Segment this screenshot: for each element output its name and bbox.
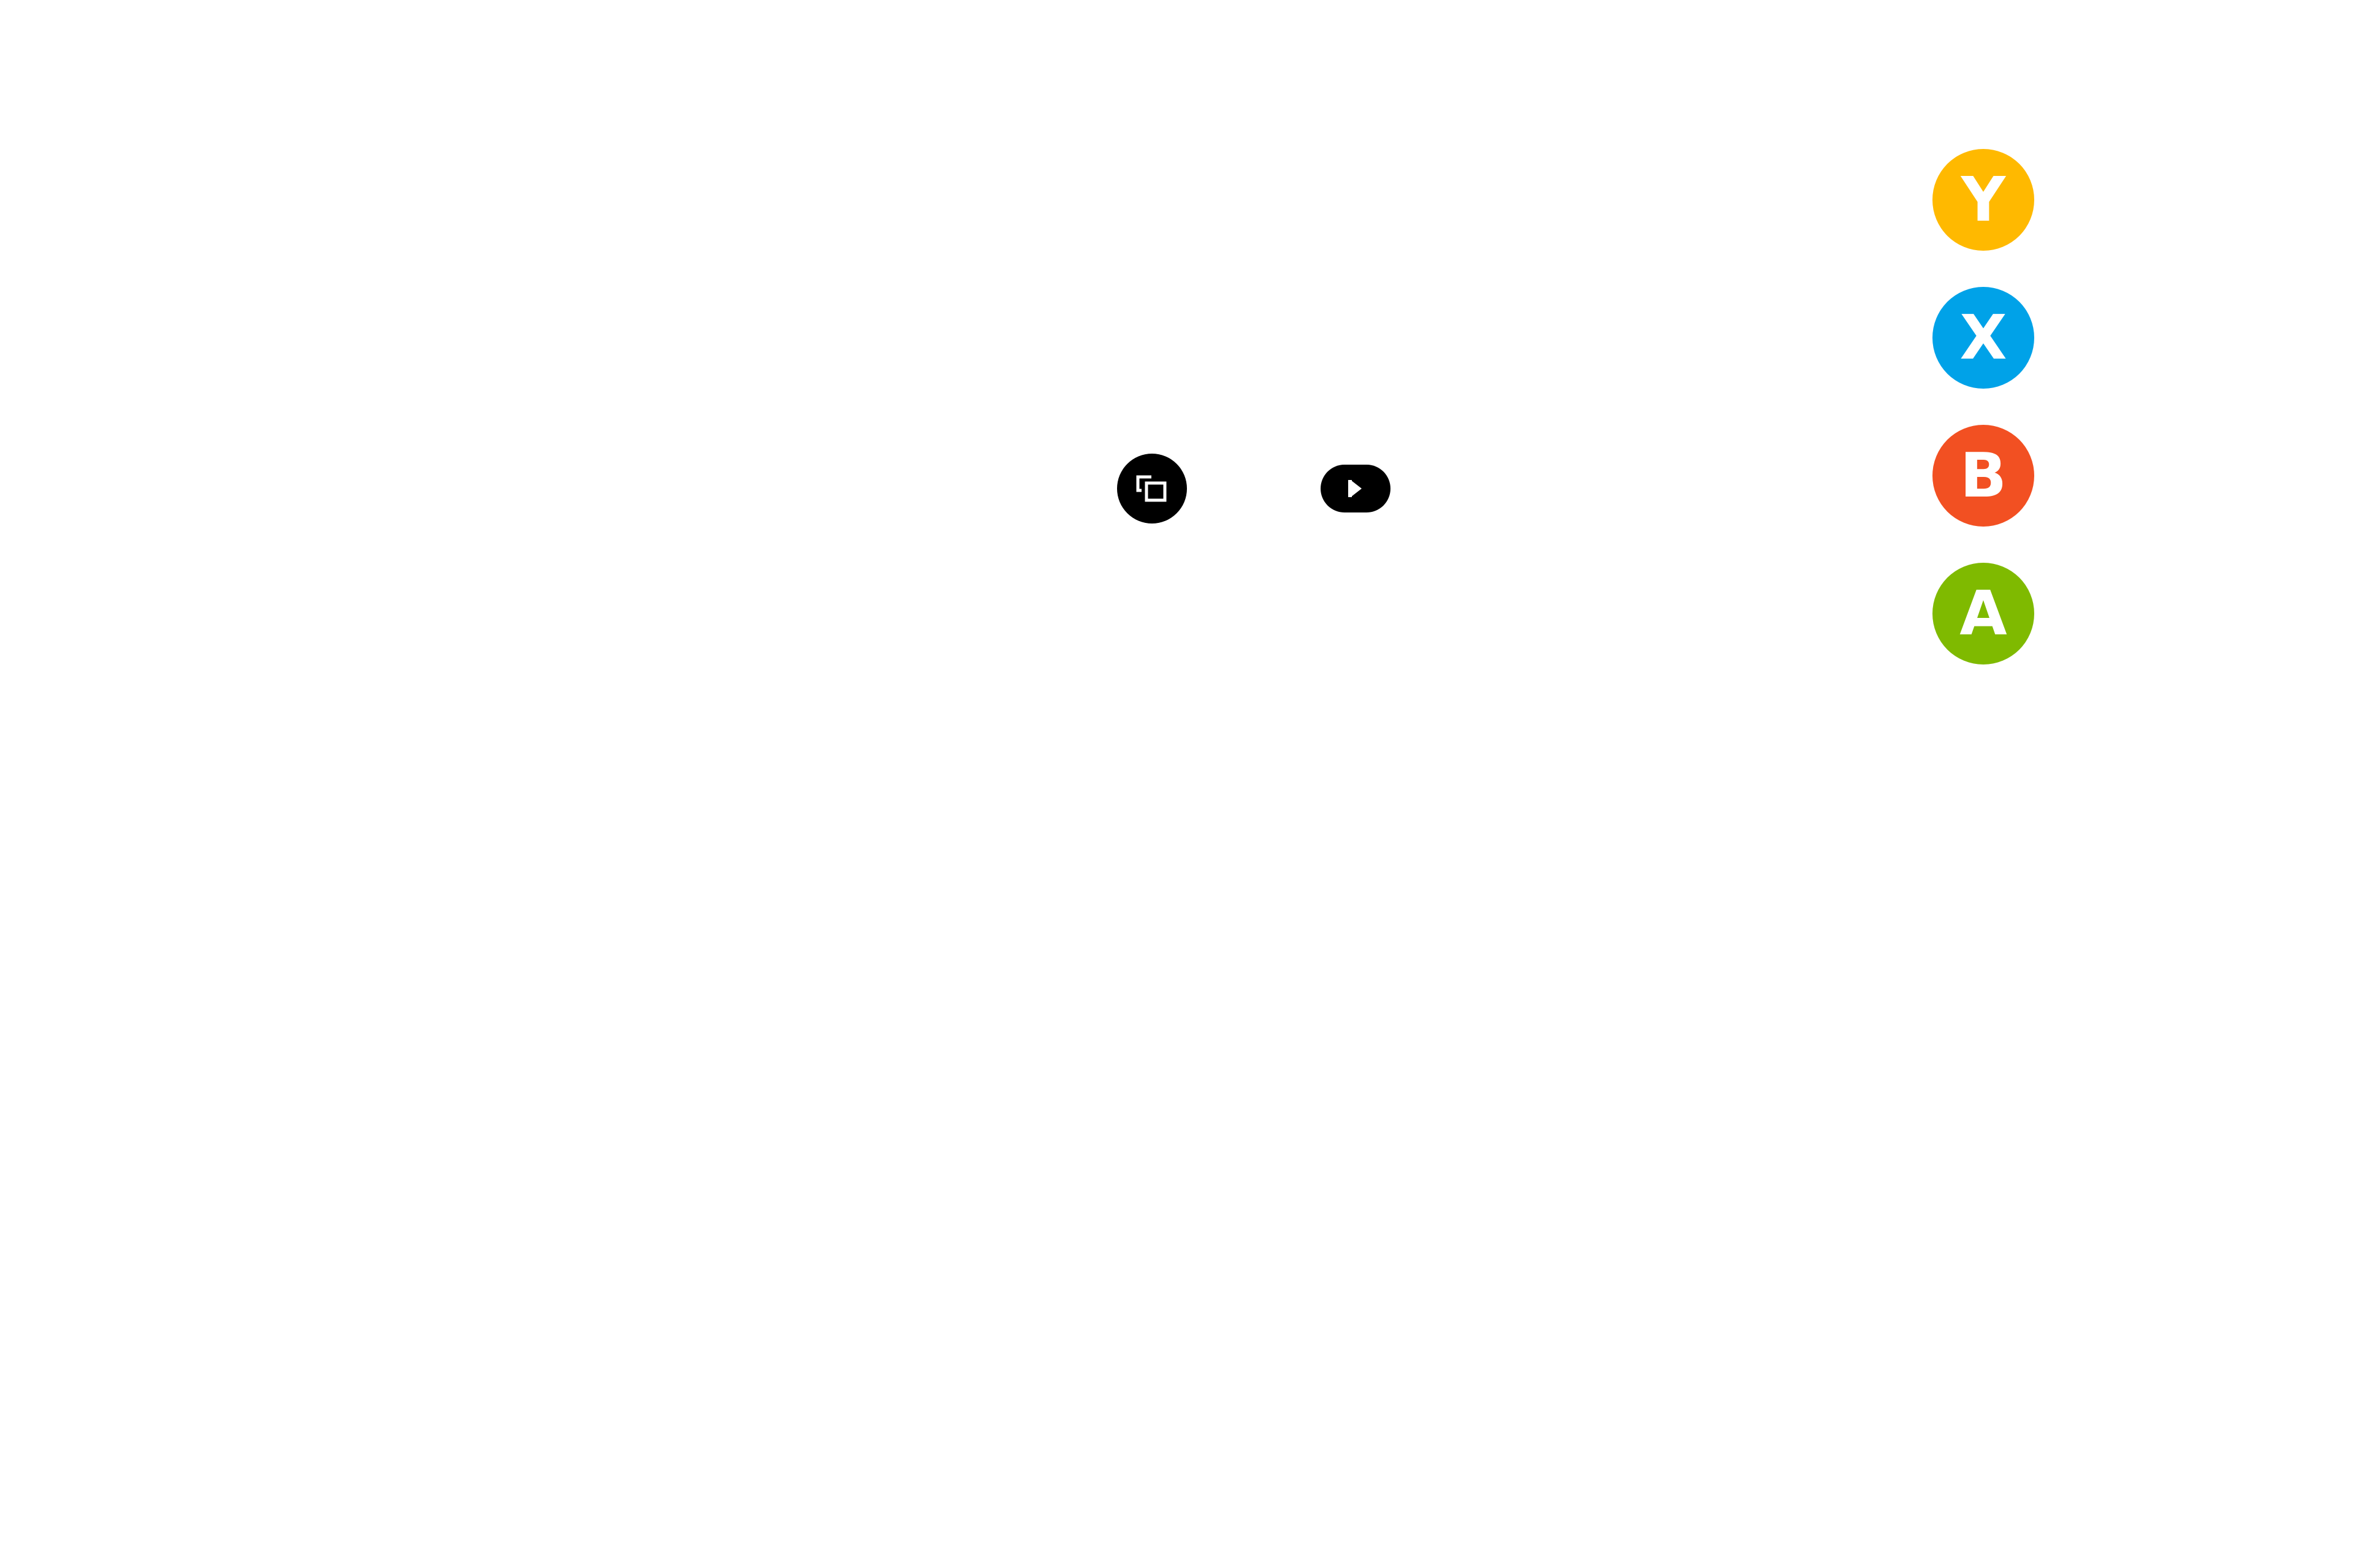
- menu-icon: [1348, 480, 1362, 497]
- y-button-label: Y: [1961, 164, 2006, 235]
- b-button[interactable]: B: [1932, 425, 2034, 527]
- view-button[interactable]: [1117, 454, 1187, 524]
- a-button[interactable]: A: [1932, 563, 2034, 664]
- menu-button[interactable]: [1321, 465, 1390, 512]
- x-button-label: X: [1959, 302, 2007, 373]
- y-button[interactable]: Y: [1932, 149, 2034, 251]
- x-button[interactable]: X: [1932, 287, 2034, 389]
- a-button-label: A: [1959, 577, 2007, 649]
- b-button-label: B: [1959, 440, 2007, 511]
- view-icon: [1136, 475, 1167, 502]
